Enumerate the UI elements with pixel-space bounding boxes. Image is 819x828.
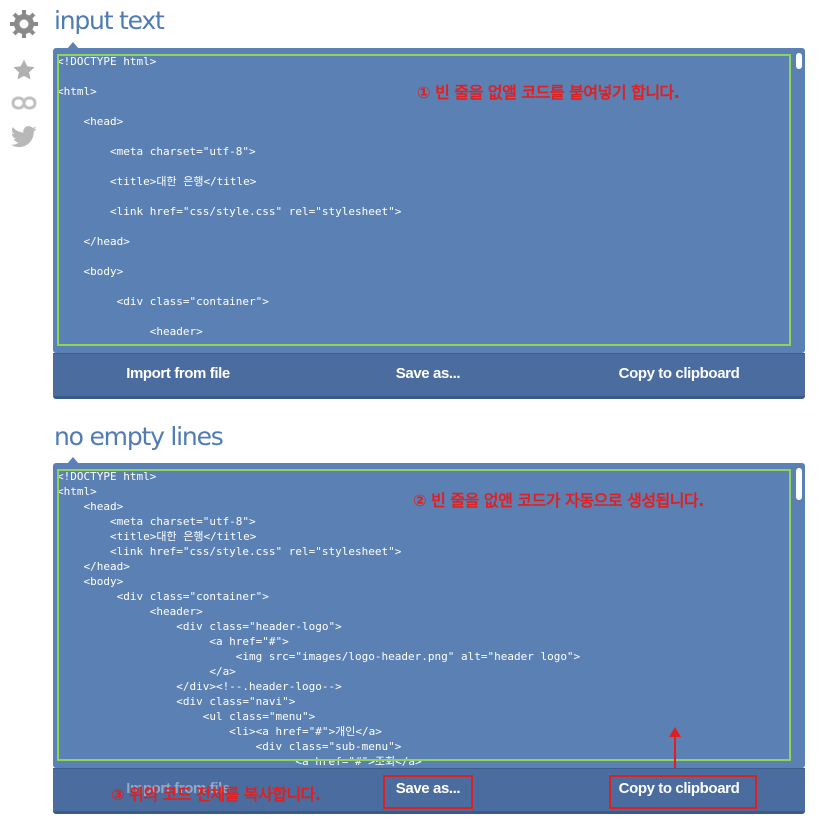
red-arrow xyxy=(669,727,681,771)
output-button-bar: Import from file Save as... Copy to clip… xyxy=(53,768,805,814)
input-code[interactable]: <!DOCTYPE html> <html> <head> <meta char… xyxy=(57,55,402,338)
input-scrollbar[interactable] xyxy=(796,53,802,69)
title-pointer xyxy=(67,42,79,49)
output-highlight-box xyxy=(57,469,791,761)
save-as-button[interactable]: Save as... xyxy=(395,365,461,382)
title-pointer xyxy=(67,457,79,464)
annotation-2: ② 빈 줄을 없앤 코드가 자동으로 생성됩니다. xyxy=(413,491,704,510)
star-icon[interactable] xyxy=(8,58,40,82)
annotation-3: ③ 위의 코드 전체를 복사합니다. xyxy=(111,781,321,805)
annotation-1: ① 빈 줄을 없앨 코드를 붙여넣기 합니다. xyxy=(417,83,680,102)
copy-highlight-box xyxy=(609,775,757,809)
output-scrollbar[interactable] xyxy=(796,468,802,500)
twitter-icon[interactable] xyxy=(8,126,40,148)
link-icon[interactable] xyxy=(8,92,40,114)
save-as-highlight-box xyxy=(383,775,473,809)
gear-icon[interactable] xyxy=(8,8,40,40)
section-title-output: no empty lines xyxy=(54,422,224,451)
input-text-area[interactable]: <!DOCTYPE html> <html> <head> <meta char… xyxy=(53,48,805,353)
import-from-file-button[interactable]: Import from file xyxy=(126,365,230,382)
copy-to-clipboard-button[interactable]: Copy to clipboard xyxy=(618,365,740,382)
output-text-area[interactable]: <!DOCTYPE html> <html> <head> <meta char… xyxy=(53,463,805,771)
input-highlight-box xyxy=(57,54,791,346)
copy-to-clipboard-button[interactable]: Copy to clipboard xyxy=(618,780,740,797)
output-code[interactable]: <!DOCTYPE html> <html> <head> <meta char… xyxy=(57,470,581,768)
save-as-button[interactable]: Save as... xyxy=(395,780,461,797)
input-button-bar: Import from file Save as... Copy to clip… xyxy=(53,353,805,399)
section-title-input: input text xyxy=(54,6,165,35)
import-from-file-button[interactable]: Import from file xyxy=(126,780,230,797)
